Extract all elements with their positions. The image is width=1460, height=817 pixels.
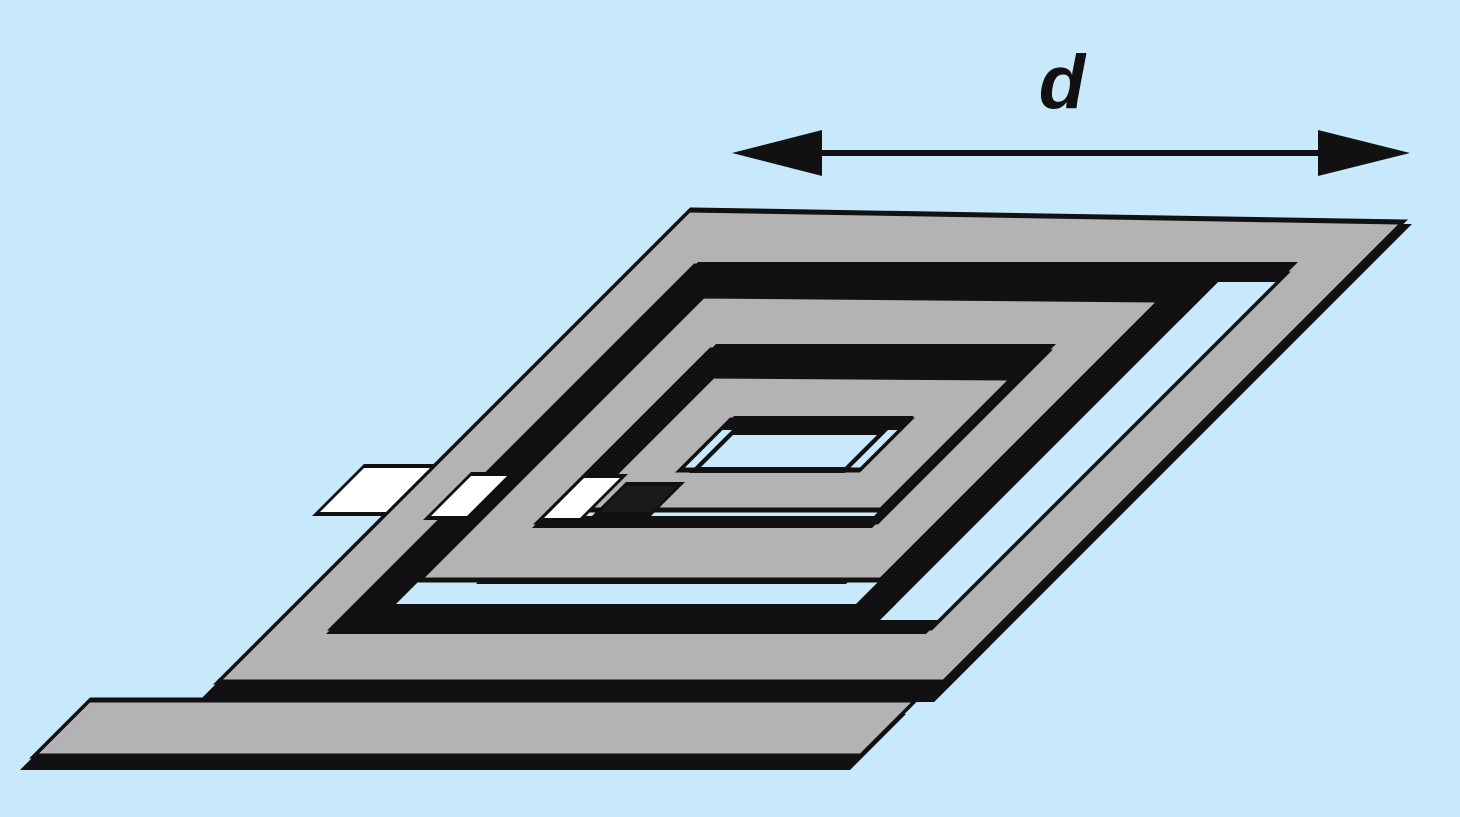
via-contact [592,482,685,516]
dimension-arrowhead-left [732,130,822,176]
spiral-inductor [20,207,1412,770]
bridge-pad-middle [423,472,515,520]
dimension-arrowhead-right [1318,130,1410,176]
bridge-pad-outer [312,464,438,516]
lead-trace [29,697,921,759]
turn-gaps [326,262,1298,634]
dimension-label: d [1039,40,1087,125]
center-opening [689,429,889,473]
bridge-pads [312,464,685,522]
dimension-arrow: d [732,40,1410,176]
bridge-pad-inner [536,474,628,522]
